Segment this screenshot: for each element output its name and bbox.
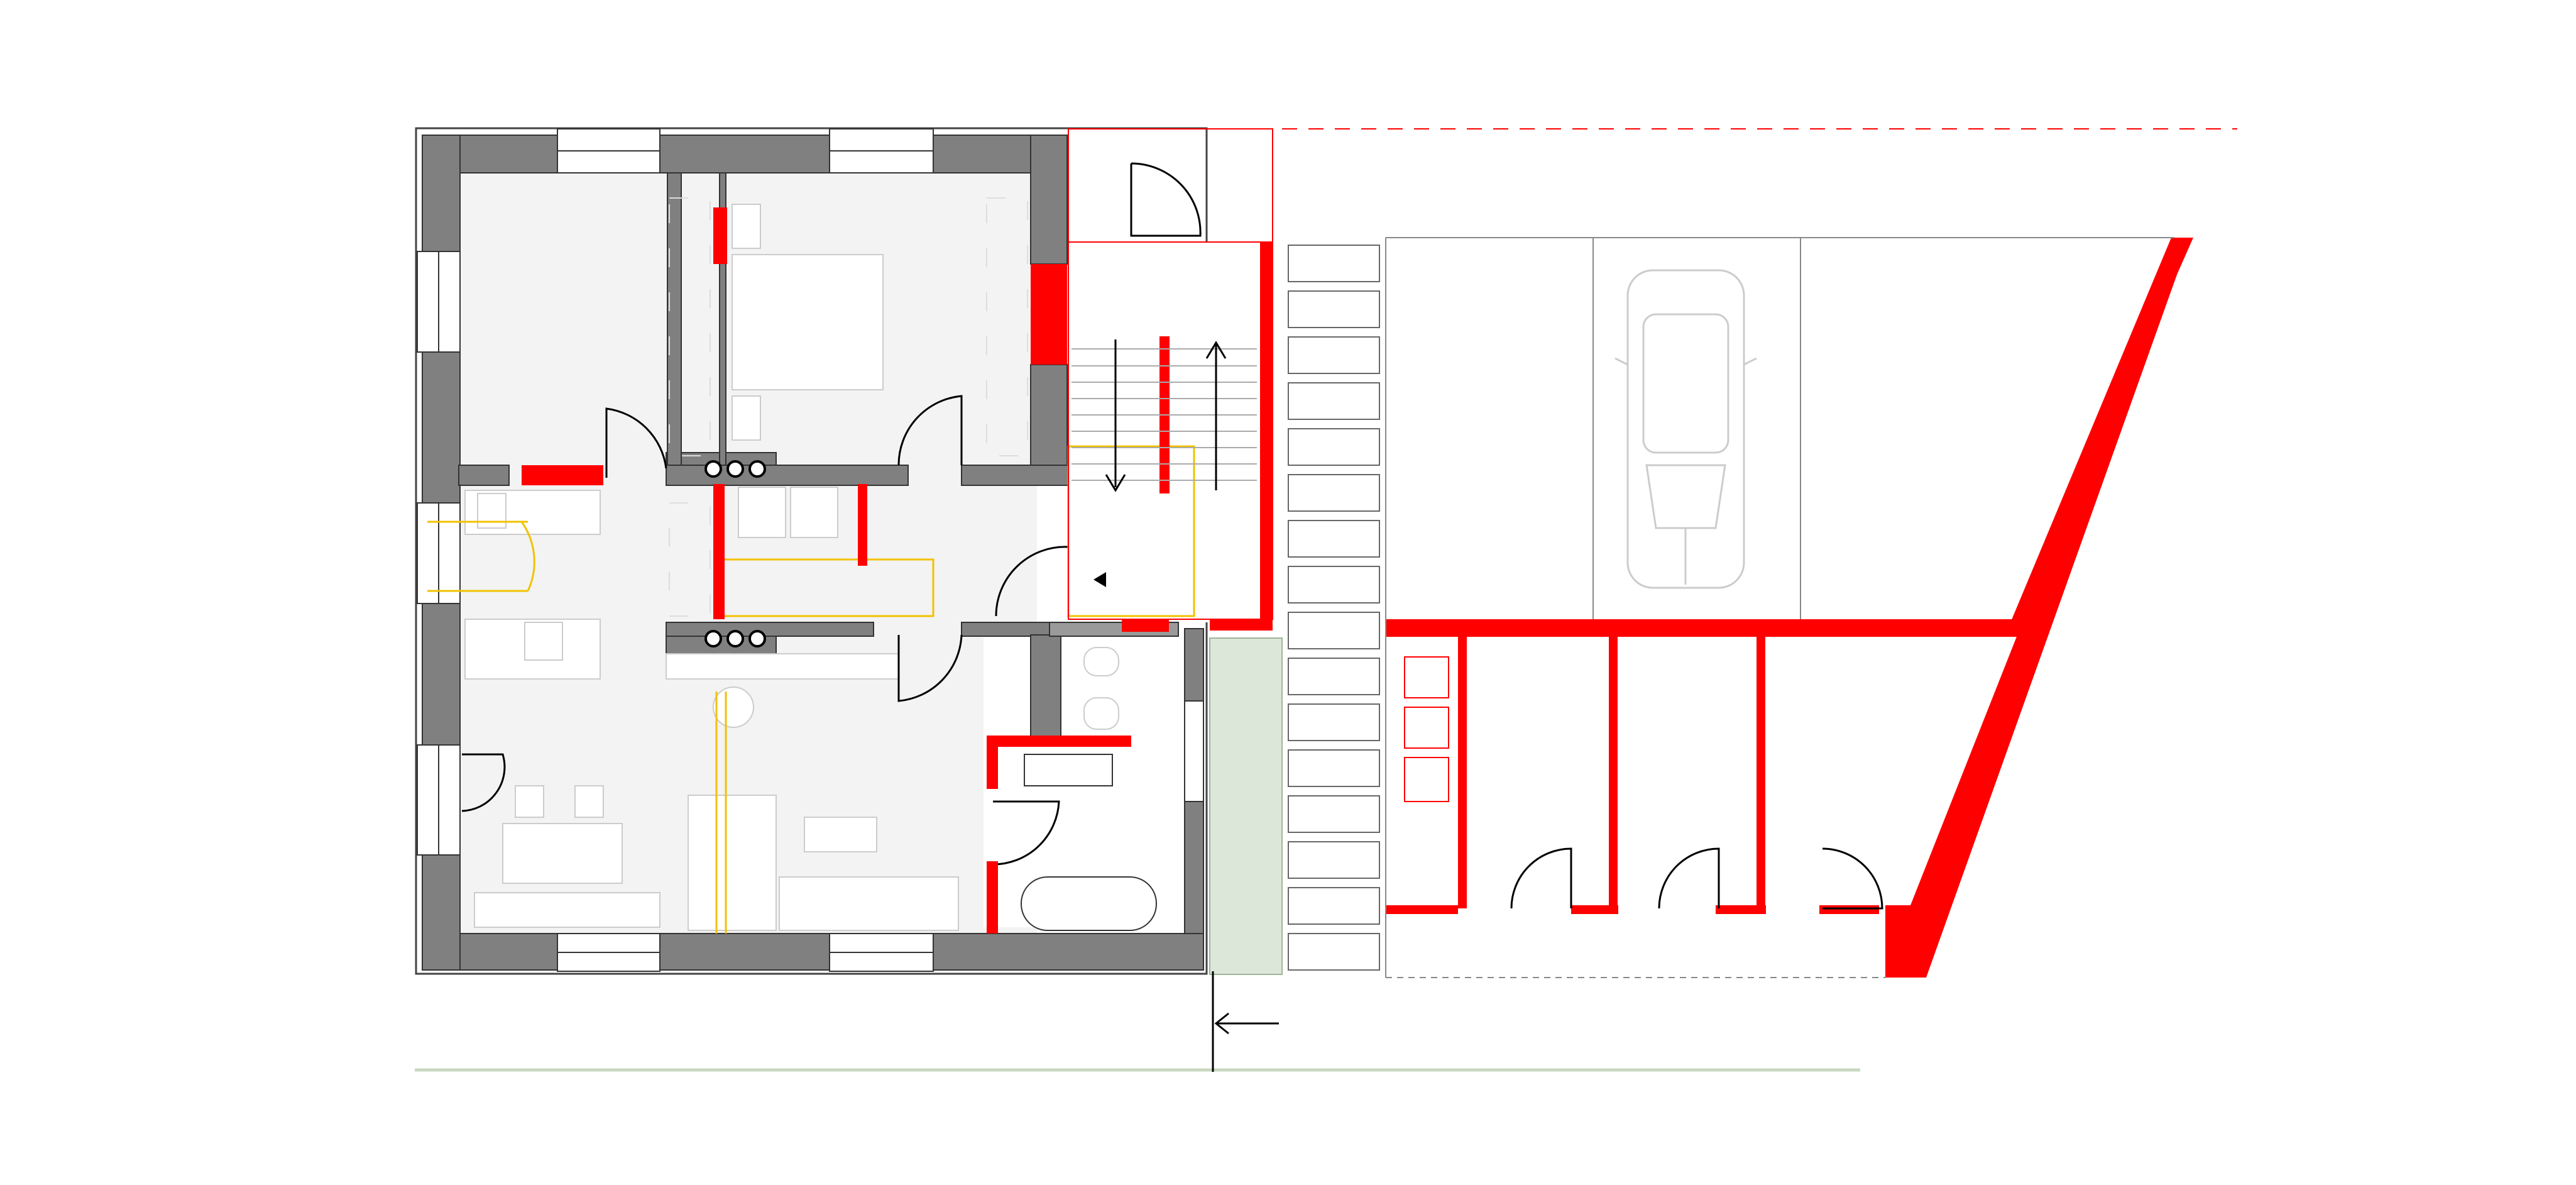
carport (1385, 237, 2174, 978)
door-swings (461, 162, 1202, 866)
stair-arrow (1105, 339, 1227, 492)
furniture (464, 197, 1157, 931)
vent-shafts (704, 460, 766, 648)
car-icon (1614, 269, 1757, 589)
windows (417, 128, 1204, 972)
paving-blocks (1288, 245, 1380, 971)
triangle-marker-icon (1093, 572, 1106, 587)
stair-floor (1068, 242, 1273, 622)
entry-arrow-icon (1212, 971, 1279, 1072)
green-strip (1209, 637, 1283, 975)
storage-doors (1510, 847, 1883, 910)
staircase (1072, 348, 1257, 481)
new-walls (522, 207, 2193, 978)
annex-outline (1068, 128, 2237, 802)
